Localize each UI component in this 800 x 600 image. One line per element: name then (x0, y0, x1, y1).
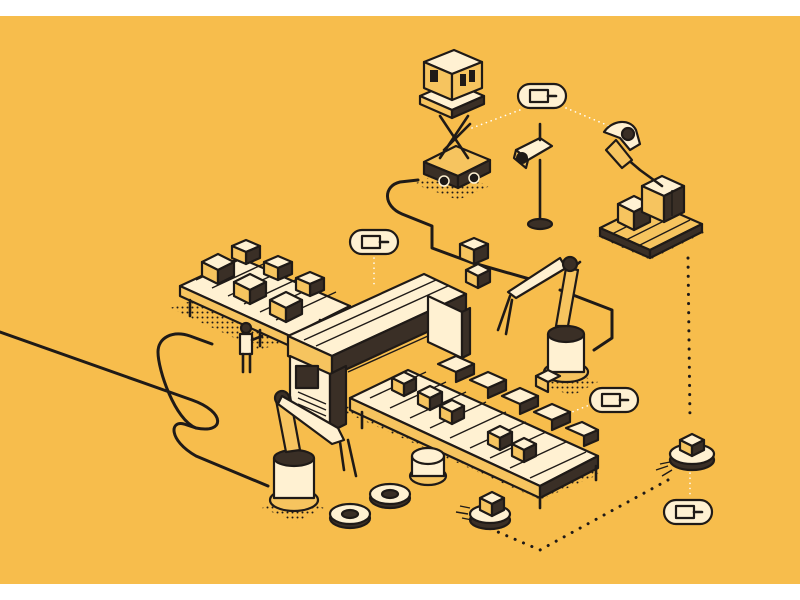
cable-left-machine (156, 332, 214, 430)
pallet-robot (598, 120, 704, 260)
cable-lift-loop (386, 178, 542, 284)
robot-arm-icon (496, 255, 590, 394)
sensor-badges (348, 82, 714, 526)
sensor-badge-icon (588, 386, 640, 414)
worker-icon (238, 321, 264, 374)
belt-boxes (390, 354, 600, 464)
loose-boxes (458, 236, 492, 290)
sensor-badge-icon (348, 228, 400, 256)
belt-boxes (200, 238, 326, 324)
sensor-badge-icon (662, 498, 714, 526)
robot-arm-icon (268, 389, 358, 513)
signal-dotted-bottom (468, 478, 670, 552)
signal-dotted-long (686, 256, 692, 422)
signal-camera-arm (565, 107, 615, 129)
delivery-pods (455, 432, 716, 531)
conveyor-belt-icon (348, 354, 600, 510)
signal-lift-camera (471, 109, 521, 129)
shadow-left-belt (170, 296, 296, 350)
sensor-badge-icon (516, 82, 568, 110)
round-parts (328, 446, 448, 530)
cable-right-arm (558, 288, 614, 352)
scissor-lift (418, 48, 492, 190)
cable-network (0, 178, 614, 488)
security-camera-icon (512, 122, 554, 231)
